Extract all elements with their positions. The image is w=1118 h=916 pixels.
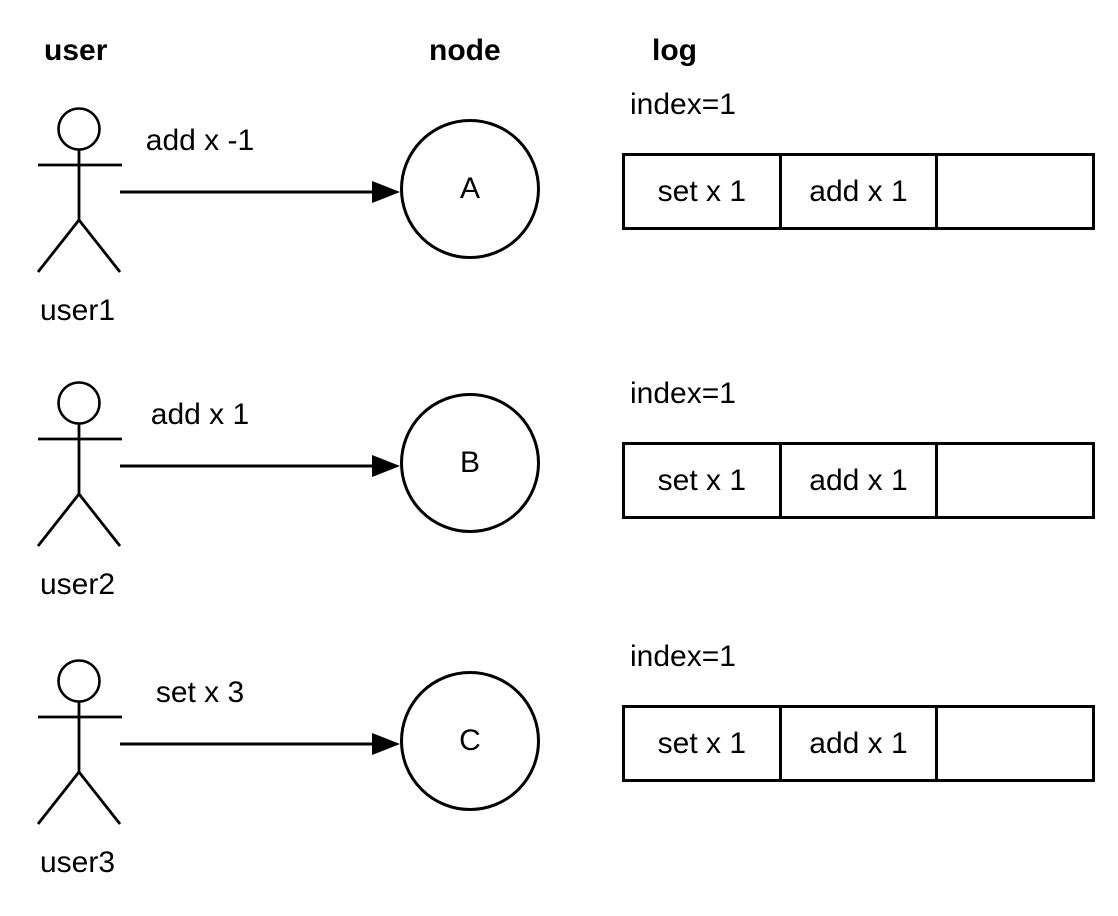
column-header-node: node xyxy=(429,34,501,67)
node-label: C xyxy=(459,724,481,757)
log-box: set x 1 add x 1 xyxy=(622,705,1095,782)
column-header-user: user xyxy=(44,34,108,67)
arrow-head xyxy=(372,733,400,755)
log-group: index=1 set x 1 add x 1 xyxy=(0,289,1118,653)
log-index-label: index=1 xyxy=(630,88,736,121)
actor-right-leg xyxy=(77,771,122,825)
log-cell: set x 1 xyxy=(657,726,747,760)
log-cell: add x 1 xyxy=(778,156,939,227)
actor-right-leg xyxy=(77,493,122,547)
user-name-label: user3 xyxy=(40,846,116,879)
log-index-label: index=1 xyxy=(630,640,736,673)
log-cell: set x 1 xyxy=(657,463,747,497)
arrow-right-icon xyxy=(120,733,400,755)
column-header-log: log xyxy=(652,34,697,67)
arrow-right-icon xyxy=(120,181,400,203)
arrow-right-icon xyxy=(120,455,400,477)
actor-left-leg xyxy=(36,771,81,825)
message-label: add x -1 xyxy=(145,124,255,157)
message-label: set x 3 xyxy=(155,676,245,709)
actor-left-leg xyxy=(36,219,81,273)
log-cell: set x 1 xyxy=(657,174,747,208)
actor-right-leg xyxy=(77,219,122,273)
message-label: add x 1 xyxy=(150,398,250,431)
diagram-row-user2: user2 add x 1 B index=1 set x 1 add x 1 xyxy=(0,274,1118,638)
actor-icon xyxy=(36,659,122,825)
log-box: set x 1 add x 1 xyxy=(622,153,1095,230)
node-circle: B xyxy=(400,393,540,533)
node-circle: A xyxy=(400,119,540,259)
user-name-label: user2 xyxy=(40,568,116,601)
node-label: A xyxy=(459,172,480,205)
node-circle: C xyxy=(400,671,540,811)
log-cell: add x 1 xyxy=(778,445,939,516)
arrow-head xyxy=(372,455,400,477)
actor-icon xyxy=(36,107,122,273)
log-index-label: index=1 xyxy=(630,377,736,410)
log-cell: add x 1 xyxy=(778,708,939,779)
actor-left-leg xyxy=(36,493,81,547)
log-cell-empty xyxy=(938,156,1092,227)
log-group: index=1 set x 1 add x 1 xyxy=(0,0,1118,364)
log-box: set x 1 add x 1 xyxy=(622,442,1095,519)
actor-icon xyxy=(36,381,122,547)
log-cell-empty xyxy=(938,445,1092,516)
diagram-row-user3: user3 set x 3 C index=1 set x 1 add x 1 xyxy=(0,552,1118,916)
arrow-head xyxy=(372,181,400,203)
log-cell-empty xyxy=(938,708,1092,779)
user-name-label: user1 xyxy=(40,294,116,327)
log-group: index=1 set x 1 add x 1 xyxy=(0,552,1118,916)
node-label: B xyxy=(459,446,480,479)
diagram-row-user1: user1 add x -1 A index=1 set x 1 add x 1 xyxy=(0,0,1118,364)
